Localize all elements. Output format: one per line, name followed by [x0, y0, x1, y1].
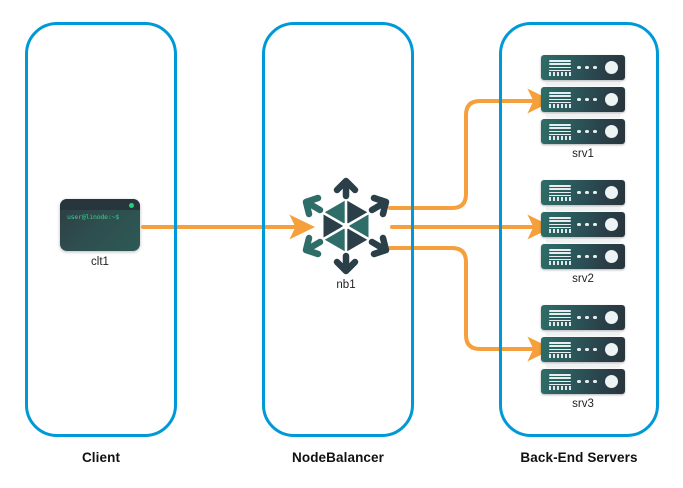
- status-dot-icon: [129, 202, 134, 208]
- rack-led-dots-icon: [577, 347, 597, 352]
- terminal-prompt-text: user@linode:~$: [67, 213, 119, 221]
- rack-power-knob-icon: [605, 375, 618, 388]
- node-label-clt1: clt1: [91, 256, 109, 268]
- rack-unit: [541, 87, 625, 112]
- rack-led-dots-icon: [577, 190, 597, 195]
- rack-power-knob-icon: [605, 93, 618, 106]
- node-label-srv2: srv2: [572, 273, 594, 285]
- rack-unit: [541, 244, 625, 269]
- nodebalancer-hexagon-icon[interactable]: [296, 176, 396, 276]
- rack-power-knob-icon: [605, 250, 618, 263]
- group-label-nodebalancer: NodeBalancer: [292, 450, 384, 465]
- rack-tick-marks-icon: [549, 353, 571, 358]
- rack-power-knob-icon: [605, 186, 618, 199]
- node-label-srv3: srv3: [572, 398, 594, 410]
- rack-divider: [546, 207, 620, 210]
- group-nodebalancer: [262, 22, 414, 437]
- rack-vent-lines-icon: [549, 217, 571, 229]
- rack-led-dots-icon: [577, 315, 597, 320]
- rack-vent-lines-icon: [549, 374, 571, 386]
- rack-unit: [541, 369, 625, 394]
- rack-led-dots-icon: [577, 65, 597, 70]
- rack-unit: [541, 119, 625, 144]
- rack-led-dots-icon: [577, 129, 597, 134]
- terminal-titlebar: [60, 199, 140, 210]
- node-label-nb1: nb1: [336, 279, 356, 291]
- rack-tick-marks-icon: [549, 196, 571, 201]
- rack-vent-lines-icon: [549, 342, 571, 354]
- rack-tick-marks-icon: [549, 385, 571, 390]
- rack-vent-lines-icon: [549, 60, 571, 72]
- rack-unit: [541, 337, 625, 362]
- rack-led-dots-icon: [577, 254, 597, 259]
- rack-divider: [546, 114, 620, 117]
- rack-tick-marks-icon: [549, 103, 571, 108]
- rack-led-dots-icon: [577, 379, 597, 384]
- rack-tick-marks-icon: [549, 71, 571, 76]
- rack-divider: [546, 332, 620, 335]
- rack-unit: [541, 305, 625, 330]
- rack-power-knob-icon: [605, 343, 618, 356]
- rack-tick-marks-icon: [549, 135, 571, 140]
- rack-vent-lines-icon: [549, 185, 571, 197]
- rack-power-knob-icon: [605, 218, 618, 231]
- rack-divider: [546, 82, 620, 85]
- rack-tick-marks-icon: [549, 228, 571, 233]
- group-label-backend-servers: Back-End Servers: [520, 450, 638, 465]
- rack-power-knob-icon: [605, 311, 618, 324]
- group-label-client: Client: [81, 450, 121, 465]
- group-client: [25, 22, 177, 437]
- rack-vent-lines-icon: [549, 310, 571, 322]
- server-rack-icon-srv2[interactable]: [541, 180, 625, 270]
- server-rack-icon-srv1[interactable]: [541, 55, 625, 145]
- rack-divider: [546, 239, 620, 242]
- rack-tick-marks-icon: [549, 260, 571, 265]
- rack-vent-lines-icon: [549, 124, 571, 136]
- rack-led-dots-icon: [577, 222, 597, 227]
- group-backend-servers: [499, 22, 659, 437]
- rack-divider: [546, 364, 620, 367]
- rack-power-knob-icon: [605, 125, 618, 138]
- rack-unit: [541, 55, 625, 80]
- rack-power-knob-icon: [605, 61, 618, 74]
- terminal-icon[interactable]: user@linode:~$: [60, 199, 140, 251]
- node-label-srv1: srv1: [572, 148, 594, 160]
- server-rack-icon-srv3[interactable]: [541, 305, 625, 395]
- rack-unit: [541, 212, 625, 237]
- rack-vent-lines-icon: [549, 92, 571, 104]
- rack-led-dots-icon: [577, 97, 597, 102]
- rack-tick-marks-icon: [549, 321, 571, 326]
- rack-vent-lines-icon: [549, 249, 571, 261]
- rack-unit: [541, 180, 625, 205]
